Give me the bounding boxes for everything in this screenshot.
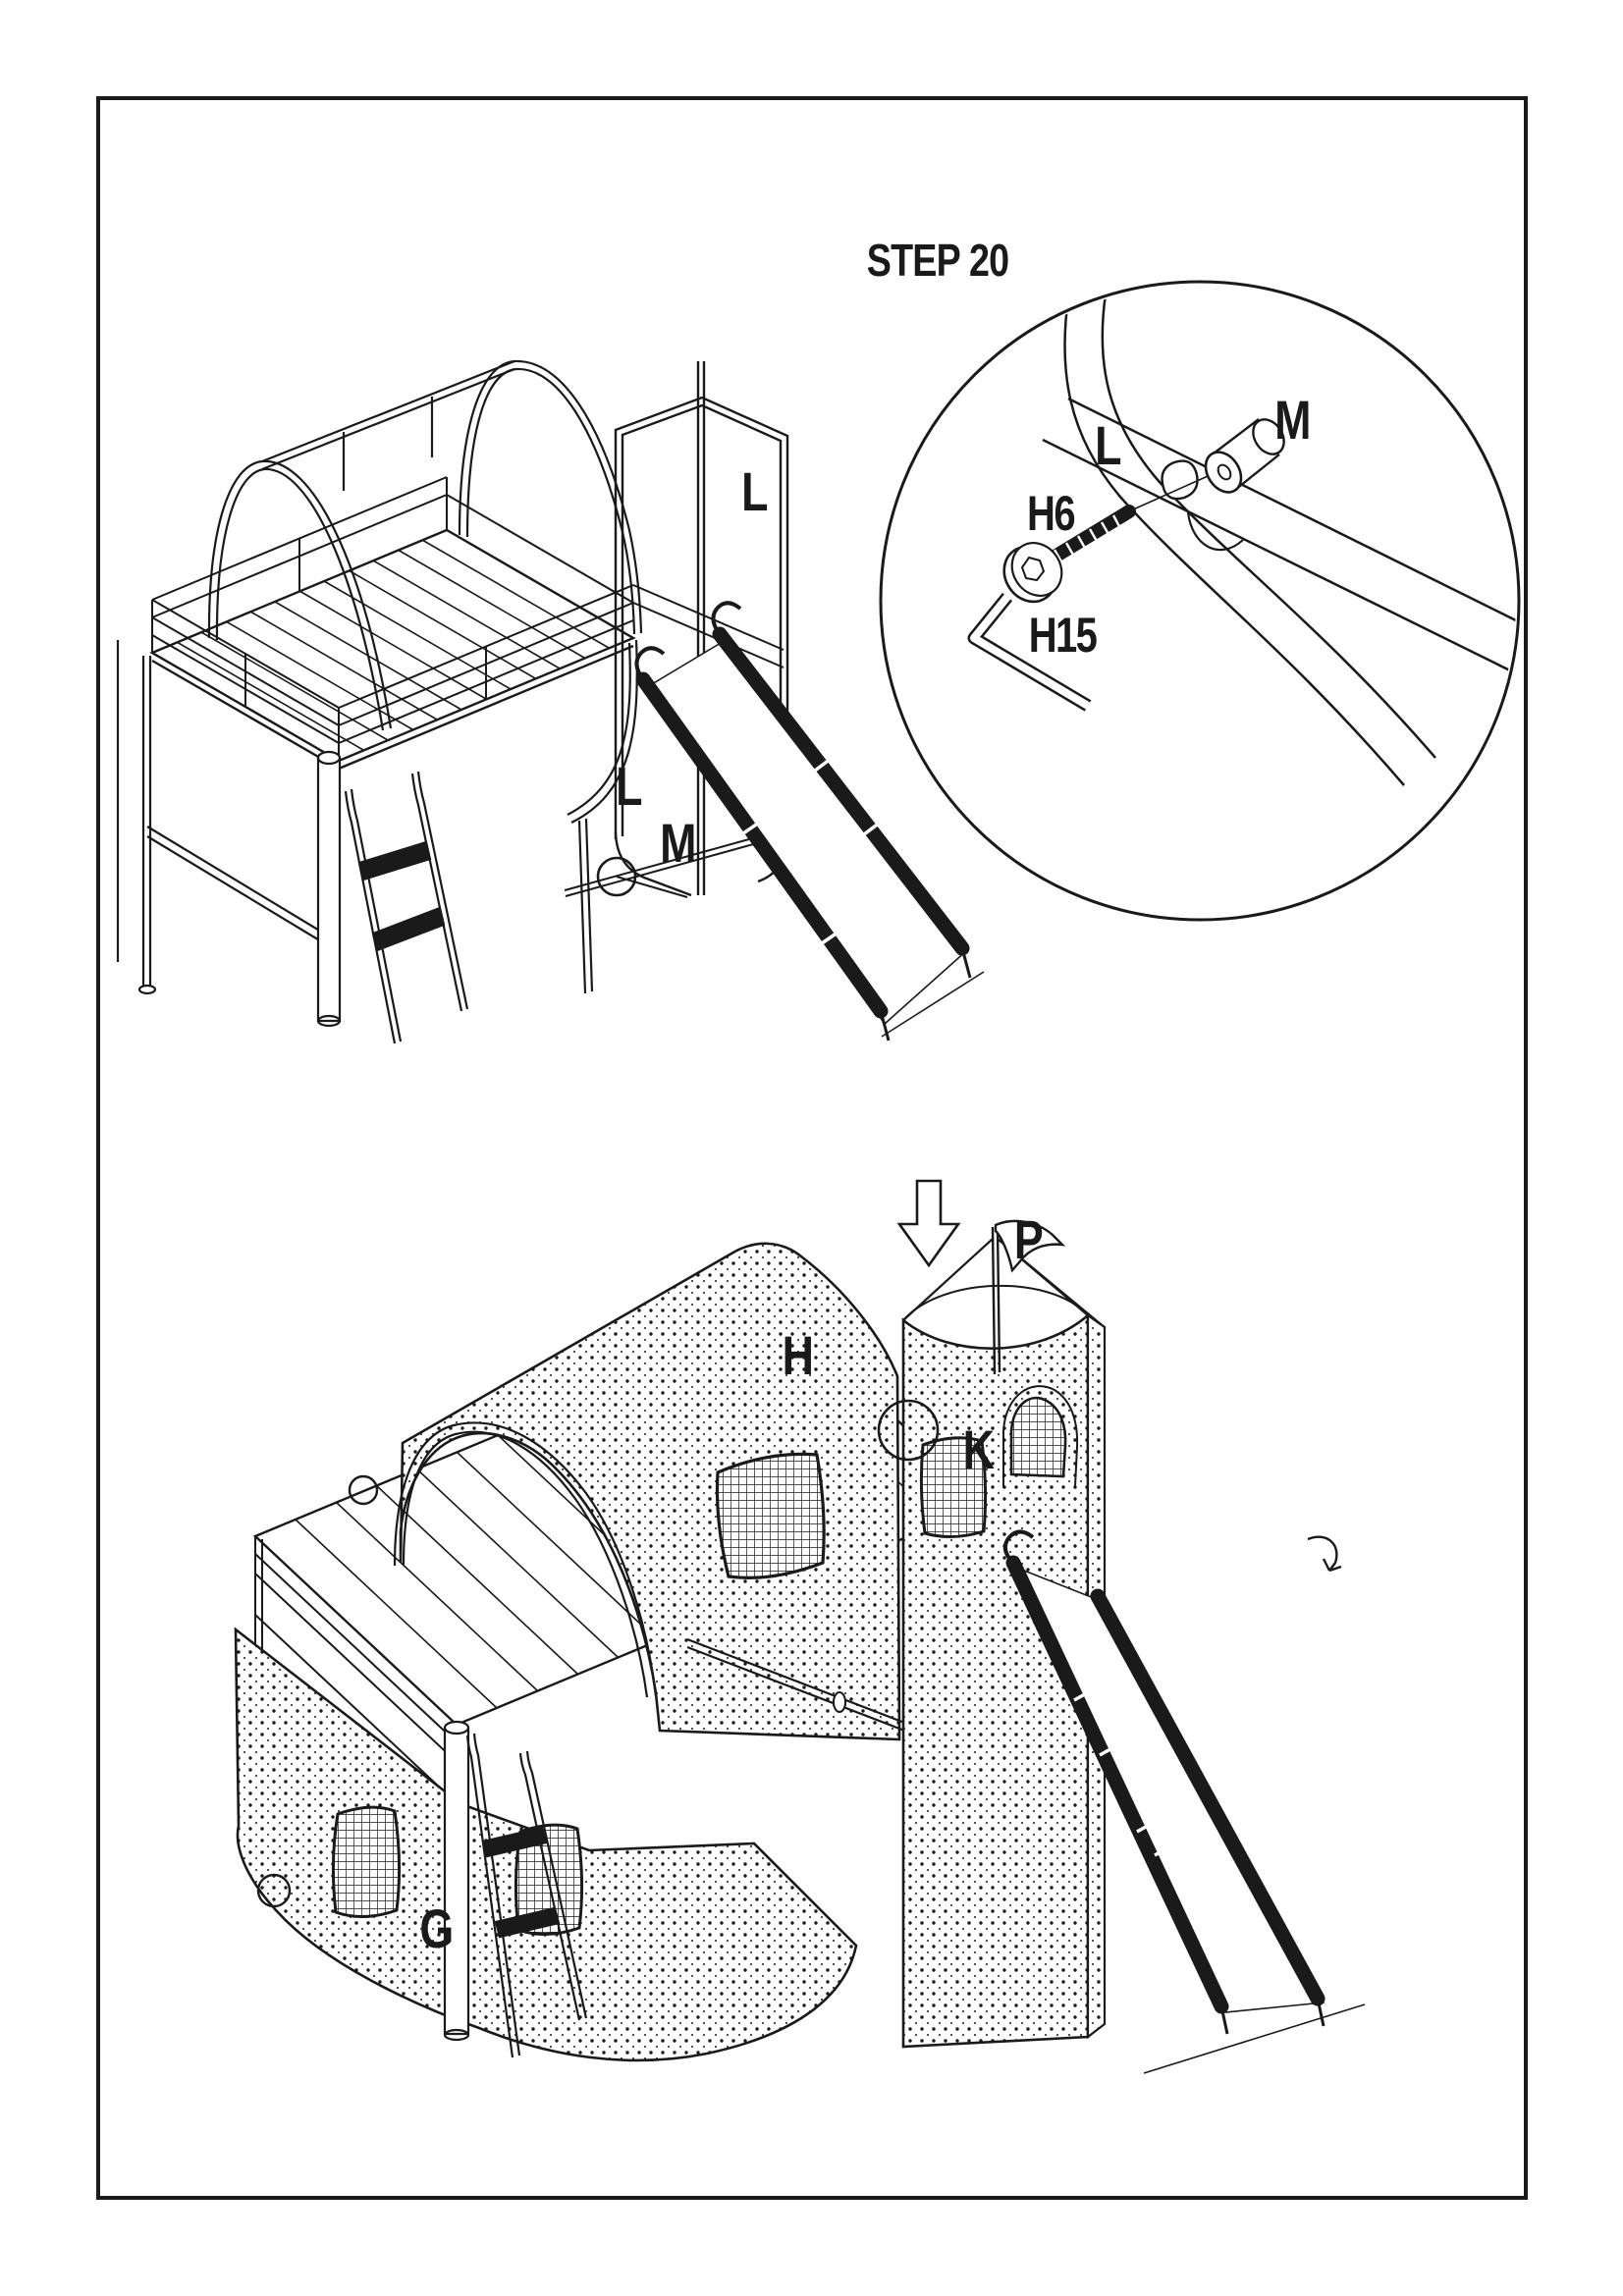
- label-frame-upper: L: [741, 460, 769, 522]
- label-detail-m: M: [1274, 389, 1311, 451]
- svg-text:L: L: [616, 755, 642, 817]
- detail-circle: [879, 280, 1521, 922]
- h15-allen-key-drawing: [967, 592, 1092, 712]
- bed-slats: [151, 529, 634, 762]
- svg-text:L: L: [741, 460, 768, 522]
- detail-circle-content: L M H6 H15: [967, 285, 1516, 786]
- page-border: [96, 96, 1528, 2200]
- tower-mesh-side: [1009, 1396, 1067, 1478]
- svg-text:G: G: [419, 1897, 452, 1959]
- svg-text:H15: H15: [1029, 608, 1097, 663]
- label-connector-m: M: [660, 812, 696, 874]
- bed-deck-edges: [149, 528, 636, 771]
- slide-bottom: [1002, 1529, 1366, 2074]
- svg-text:L: L: [1095, 414, 1121, 476]
- tent-h: [393, 1242, 934, 1743]
- step-title-text: STEP 20: [867, 235, 1008, 285]
- tower-k: [901, 1238, 1107, 2049]
- flag-p: [991, 1219, 1066, 1375]
- l-tube: [1042, 397, 1516, 679]
- label-h15: H15: [1029, 608, 1099, 663]
- canopy-arches: [207, 359, 643, 731]
- label-h6: H6: [1027, 486, 1076, 541]
- bed-guardrails: [151, 476, 784, 761]
- svg-text:H6: H6: [1027, 486, 1074, 541]
- tower-mesh-front: [919, 1436, 988, 1538]
- h6-screw-drawing: [1002, 505, 1136, 604]
- label-flag-p: P: [1014, 1208, 1045, 1270]
- callout-marker-arch: [348, 1474, 379, 1506]
- step-title: STEP 20: [867, 235, 1009, 285]
- callout-marker-top: [596, 856, 637, 897]
- label-curtain-g: G: [419, 1897, 454, 1959]
- label-detail-l: L: [1095, 414, 1122, 476]
- rotate-arrow-icon: [1307, 1535, 1342, 1573]
- curtain-g: [234, 1627, 858, 2062]
- label-tent-h: H: [783, 1324, 814, 1386]
- tent-mesh-window: [715, 1452, 826, 1579]
- l-frame: [614, 361, 789, 897]
- slide-top: [634, 601, 985, 1041]
- svg-text:K: K: [963, 1418, 996, 1480]
- curtain-mesh-left: [331, 1805, 402, 1919]
- screw-hole: [1161, 459, 1199, 501]
- svg-text:P: P: [1014, 1208, 1043, 1270]
- top-illustration: L L M: [116, 359, 985, 1044]
- ladder: [344, 771, 469, 1044]
- callout-marker-curtain: [256, 1873, 292, 1908]
- flag-banner: [994, 1219, 1066, 1273]
- ladder-bottom: [465, 1733, 588, 2058]
- label-frame-lower: L: [616, 755, 643, 817]
- label-tower-k: K: [963, 1418, 997, 1480]
- svg-text:H: H: [783, 1324, 813, 1386]
- down-arrow-icon: [896, 1179, 961, 1268]
- m-sleeve-drawing: [1204, 418, 1285, 494]
- svg-text:M: M: [1274, 389, 1310, 451]
- bed2-post: [443, 1720, 470, 2042]
- svg-text:M: M: [660, 812, 695, 874]
- bottom-illustration: H P K G: [234, 1179, 1366, 2074]
- callout-marker-seam: [877, 1399, 940, 1462]
